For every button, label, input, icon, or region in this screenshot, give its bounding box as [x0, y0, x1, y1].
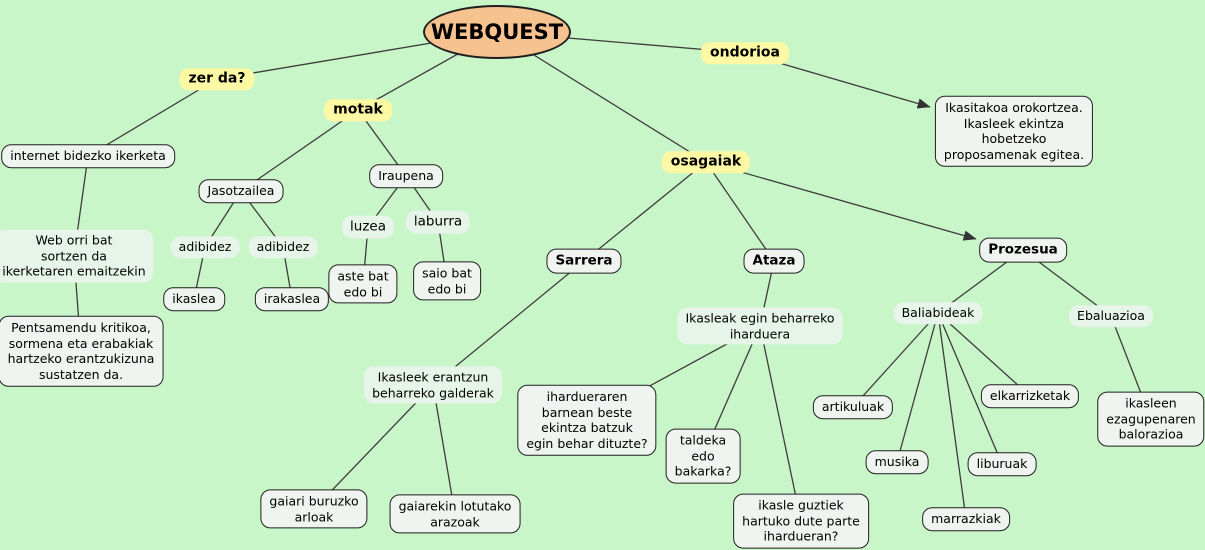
node-internet[interactable]: internet bidezko ikerketa [1, 144, 175, 168]
node-liburuak[interactable]: liburuak [967, 452, 1037, 476]
node-marrazkiak[interactable]: marrazkiak [922, 507, 1010, 531]
edge-baliabideak-to-marrazkiak [937, 312, 967, 520]
node-zer-da[interactable]: zer da? [179, 68, 255, 90]
node-baliabideak[interactable]: Baliabideak [893, 302, 983, 324]
node-ondorioa[interactable]: ondorioa [701, 42, 789, 64]
node-iharduera-label[interactable]: Ikasleak egin beharreko iharduera [677, 307, 843, 345]
edge-baliabideak-to-musika [896, 312, 939, 463]
edge-galderak-to-gaiari [313, 384, 434, 510]
edge-galderak-to-gaiarekin [432, 384, 456, 515]
node-saio-bat[interactable]: saio bat edo bi [413, 261, 481, 301]
node-prozesua[interactable]: Prozesua [979, 237, 1067, 263]
node-ikasitakoa[interactable]: Ikasitakoa orokortzea. Ikasleek ekintza … [934, 95, 1094, 167]
node-gaiarekin[interactable]: gaiarekin lotutako arazoak [389, 494, 521, 534]
node-iraupena[interactable]: Iraupena [369, 164, 443, 188]
node-taldeka[interactable]: taldeka edo bakarka? [665, 428, 741, 484]
edge-motak-to-jasotzailea [240, 109, 359, 192]
node-ihardueraren[interactable]: ihardueraren barnean beste ekintza batzu… [517, 384, 657, 456]
node-aste-bat[interactable]: aste bat edo bi [328, 264, 398, 304]
node-ebaluazioa[interactable]: Ebaluazioa [1069, 305, 1153, 327]
edge-sarrera-to-galderak [432, 260, 585, 386]
edge-baliabideak-to-artikuluak [852, 312, 939, 408]
node-musika[interactable]: musika [865, 450, 929, 474]
node-artikuluak[interactable]: artikuluak [812, 395, 894, 419]
node-jasotzailea[interactable]: Jasotzailea [198, 179, 284, 203]
edge-iharduera-label-to-ikasle-guztiek [759, 325, 802, 522]
node-webquest[interactable]: WEBQUEST [423, 5, 571, 59]
edge-zer-da-to-internet [87, 78, 218, 157]
node-osagaiak[interactable]: osagaiak [661, 151, 751, 173]
node-ataza[interactable]: Ataza [743, 248, 805, 274]
node-galderak[interactable]: Ikasleek erantzun beharreko galderak [364, 366, 502, 404]
node-ikasle-guztiek[interactable]: ikasle guztiek hartuko dute parte ihardu… [733, 493, 869, 549]
edge-osagaiak-to-prozesua [705, 161, 977, 241]
edge-baliabideak-to-elkarrizketak [937, 312, 1031, 397]
node-luzea[interactable]: luzea [342, 215, 394, 239]
node-ikasleen[interactable]: ikasleen ezagupenaren balorazioa [1097, 391, 1205, 447]
node-adibidez-2[interactable]: adibidez [248, 236, 318, 258]
edge-baliabideak-to-liburuak [937, 312, 1003, 465]
node-motak[interactable]: motak [324, 99, 392, 121]
node-laburra[interactable]: laburra [405, 210, 471, 234]
edge-osagaiak-to-sarrera [583, 161, 707, 262]
node-adibidez-1[interactable]: adibidez [170, 236, 240, 258]
node-ikaslea[interactable]: ikaslea [163, 287, 225, 311]
node-sarrera[interactable]: Sarrera [546, 248, 622, 274]
node-gaiari[interactable]: gaiari buruzko arloak [260, 489, 368, 529]
node-web-orri[interactable]: Web orri bat sortzen da ikerketaren emai… [0, 229, 154, 283]
node-irakaslea[interactable]: irakaslea [254, 287, 330, 311]
node-pentsamendu[interactable]: Pentsamendu kritikoa, sormena eta erabak… [0, 315, 164, 387]
node-elkarrizketak[interactable]: elkarrizketak [980, 384, 1080, 408]
edge-osagaiak-to-ataza [705, 161, 775, 262]
